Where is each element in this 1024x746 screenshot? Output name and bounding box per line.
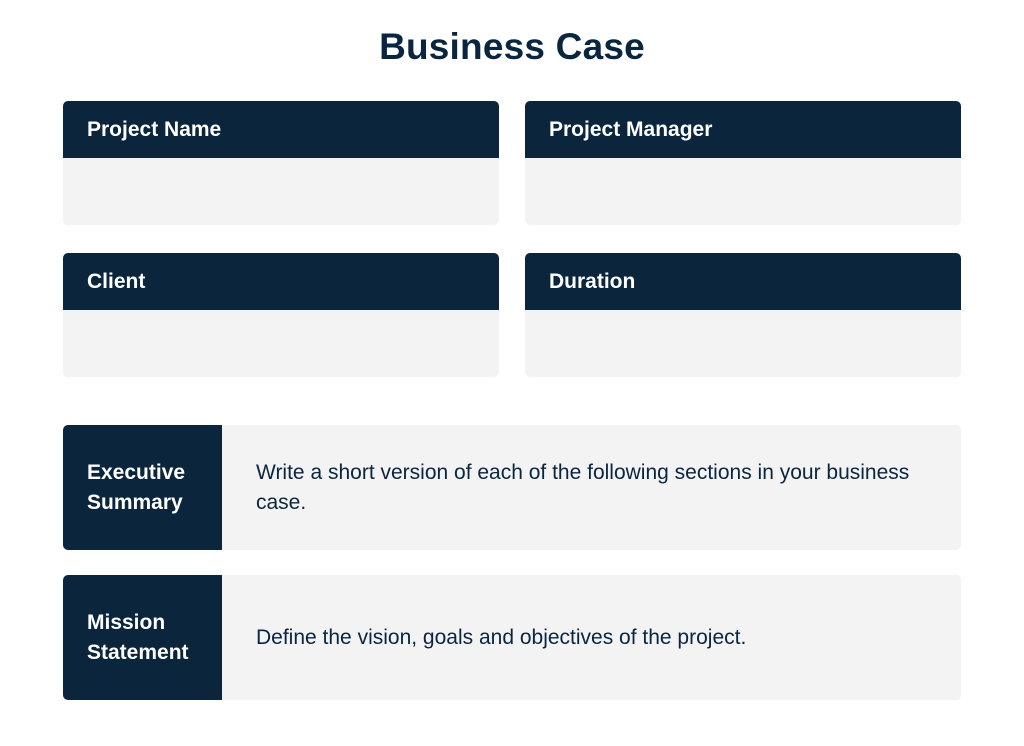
project-name-field[interactable] [63, 158, 499, 225]
page-title: Business Case [379, 26, 645, 67]
project-name-label: Project Name [63, 101, 499, 158]
client-label: Client [63, 253, 499, 310]
client-field[interactable] [63, 310, 499, 377]
mission-statement-label-line1: Mission [87, 610, 166, 634]
project-name-card: Project Name [63, 101, 499, 225]
project-manager-card: Project Manager [525, 101, 961, 225]
executive-summary-text: Write a short version of each of the fol… [256, 460, 910, 514]
duration-card: Duration [525, 253, 961, 377]
executive-summary-label: Executive Summary [63, 425, 222, 550]
project-manager-field[interactable] [525, 158, 961, 225]
mission-statement-label-line2: Statement [87, 640, 189, 664]
executive-summary-label-line1: Executive [87, 460, 186, 484]
duration-label: Duration [525, 253, 961, 310]
duration-field[interactable] [525, 310, 961, 377]
executive-summary-row: Executive Summary Write a short version … [63, 425, 961, 550]
executive-summary-description[interactable]: Write a short version of each of the fol… [222, 425, 961, 550]
mission-statement-row: Mission Statement Define the vision, goa… [63, 575, 961, 700]
mission-statement-text: Define the vision, goals and objectives … [256, 625, 747, 649]
client-card: Client [63, 253, 499, 377]
mission-statement-label: Mission Statement [63, 575, 222, 700]
executive-summary-label-line2: Summary [87, 490, 183, 514]
project-manager-label: Project Manager [525, 101, 961, 158]
mission-statement-description[interactable]: Define the vision, goals and objectives … [222, 575, 961, 700]
